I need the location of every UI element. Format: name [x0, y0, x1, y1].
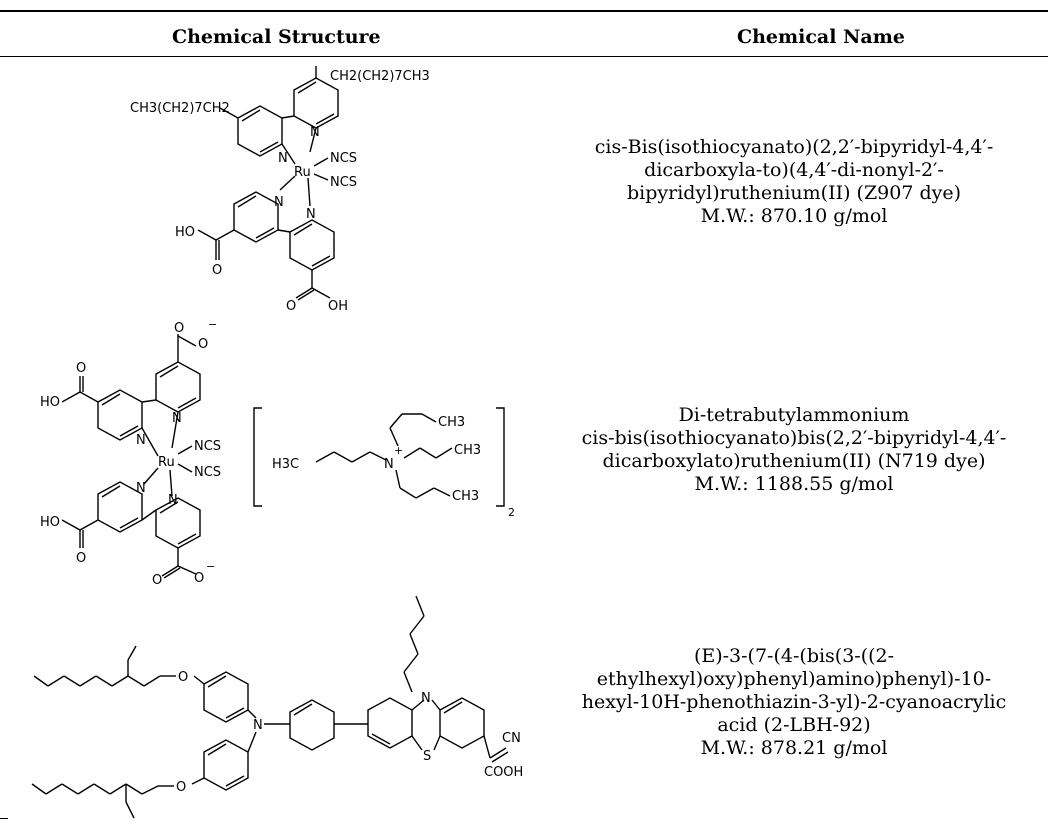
n719-o-bottom: O	[152, 573, 162, 588]
table-top-rule	[0, 10, 1048, 12]
n719-bonds	[61, 334, 505, 579]
n719-ch3-2: CH3	[454, 443, 481, 458]
n719-ncs2: NCS	[194, 465, 221, 480]
n719-ho2: HO	[40, 515, 60, 530]
lbh92-o2: O	[176, 780, 186, 795]
lbh92-s: S	[423, 749, 431, 764]
n719-plus: +	[394, 444, 403, 457]
z907-o2: O	[286, 299, 296, 314]
name-line: acid (2-LBH-92)	[717, 714, 871, 736]
n719-minus-top: −	[208, 318, 217, 331]
molecular-weight: M.W.: 1188.55 g/mol	[694, 473, 894, 495]
z907-bonds	[197, 66, 339, 301]
n719-n4: N	[168, 493, 178, 508]
molecular-weight: M.W.: 870.10 g/mol	[700, 205, 888, 227]
lbh92-o1: O	[178, 670, 188, 685]
n719-ru: Ru	[158, 455, 175, 470]
n719-ho1: HO	[40, 395, 60, 410]
header-chemical-structure: Chemical Structure	[172, 26, 381, 48]
name-line: Di-tetrabutylammonium	[678, 404, 910, 426]
z907-ncs1: NCS	[330, 151, 357, 166]
name-line: cis-Bis(isothiocyanato)(2,2′-bipyridyl-4…	[594, 136, 994, 158]
molecular-weight: M.W.: 878.21 g/mol	[700, 737, 888, 759]
z907-ru: Ru	[294, 165, 311, 180]
z907-n1: N	[310, 125, 320, 140]
structure-2lbh92: N S N O O CN COOH	[28, 588, 528, 828]
n719-h3c: H3C	[272, 457, 299, 472]
name-n719: Di-tetrabutylammonium cis-bis(isothiocya…	[540, 404, 1048, 496]
name-line: hexyl-10H-phenothiazin-3-yl)-2-cyanoacry…	[581, 691, 1007, 713]
name-line: dicarboxyla-to)(4,4′-di-nonyl-2′-	[644, 159, 944, 181]
z907-top-alkyl: CH2(CH2)7CH3	[330, 69, 430, 84]
n719-o-minus-top: O	[174, 321, 184, 336]
lbh92-n-phenothiazine: N	[421, 691, 431, 706]
n719-n2: N	[136, 433, 146, 448]
name-line: bipyridyl)ruthenium(II) (Z907 dye)	[626, 182, 962, 204]
table-header-rule	[0, 56, 1048, 57]
z907-o1: O	[212, 263, 222, 278]
z907-n2: N	[278, 151, 288, 166]
name-line: (E)-3-(7-(4-(bis(3-((2-	[693, 645, 895, 667]
n719-o2: O	[76, 551, 86, 566]
z907-left-alkyl: CH3(CH2)7CH2	[130, 101, 230, 116]
n719-n1: N	[172, 411, 182, 426]
margin-mark	[0, 818, 8, 819]
n719-o1: O	[76, 361, 86, 376]
name-line: dicarboxylato)ruthenium(II) (N719 dye)	[602, 450, 986, 472]
n719-ch3-1: CH3	[438, 415, 465, 430]
lbh92-n-amine: N	[253, 718, 263, 733]
n719-ch3-3: CH3	[452, 489, 479, 504]
n719-o-top: O	[198, 337, 208, 352]
lbh92-bonds	[31, 595, 509, 819]
n719-o-minus-bottom: O	[194, 571, 204, 586]
n719-n3: N	[136, 481, 146, 496]
z907-ho: HO	[175, 225, 195, 240]
n719-ncs1: NCS	[194, 439, 221, 454]
name-2lbh92: (E)-3-(7-(4-(bis(3-((2- ethylhexyl)oxy)p…	[540, 645, 1048, 760]
n719-subscript-2: 2	[508, 506, 515, 519]
lbh92-cn: CN	[502, 731, 521, 746]
z907-oh: OH	[328, 299, 348, 314]
n719-minus-bottom: −	[206, 560, 215, 573]
structure-z907: CH2(CH2)7CH3 CH3(CH2)7CH2 N N Ru NCS NCS…	[120, 60, 430, 318]
lbh92-cooh: COOH	[484, 765, 523, 780]
name-line: ethylhexyl)oxy)phenyl)amino)phenyl)-10-	[596, 668, 992, 690]
z907-n3: N	[274, 195, 284, 210]
name-line: cis-bis(isothiocyanato)bis(2,2′-bipyridy…	[581, 427, 1007, 449]
n719-n-plus: N	[384, 457, 394, 472]
z907-ncs2: NCS	[330, 175, 357, 190]
z907-n4: N	[306, 207, 316, 222]
structure-n719: O O − O HO N N Ru NCS NCS N N HO O O O −…	[40, 318, 520, 588]
header-chemical-name: Chemical Name	[737, 26, 905, 48]
name-z907: cis-Bis(isothiocyanato)(2,2′-bipyridyl-4…	[540, 136, 1048, 228]
